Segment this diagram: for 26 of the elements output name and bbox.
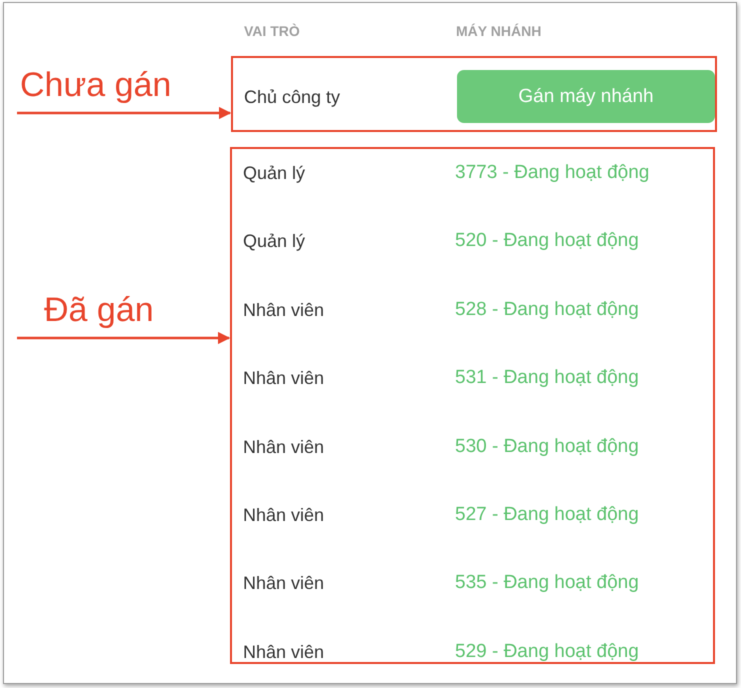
role-text: Nhân viên	[243, 573, 324, 594]
arrow	[17, 106, 232, 120]
extension-status: 530 - Đang hoạt động	[455, 436, 639, 458]
extension-status: 527 - Đang hoạt động	[455, 504, 639, 526]
extension-status: 520 - Đang hoạt động	[455, 230, 639, 252]
role-text: Nhân viên	[243, 642, 324, 663]
column-header: MÁY NHÁNH	[456, 23, 542, 39]
assign-button: Gán máy nhánh	[457, 70, 715, 123]
extension-status: 531 - Đang hoạt động	[455, 367, 639, 390]
role-text: Nhân viên	[243, 436, 324, 458]
highlight-box	[230, 147, 715, 664]
column-header: VAI TRÒ	[244, 23, 300, 39]
highlight-box	[231, 56, 717, 132]
extension-status: 3773 - Đang hoạt động	[455, 162, 650, 184]
extension-status: 535 - Đang hoạt động	[455, 572, 639, 594]
annotation-label: Chưa gán	[20, 66, 172, 105]
role-text: Nhân viên	[243, 300, 324, 321]
role-text: Quản lý	[243, 163, 306, 184]
extension-status: 529 - Đang hoạt động	[455, 640, 639, 663]
extension-status: 528 - Đang hoạt động	[455, 298, 639, 321]
role-text: Nhân viên	[243, 368, 324, 390]
role-text: Quản lý	[243, 231, 306, 252]
role-text: Nhân viên	[243, 505, 324, 526]
role-text: Chủ công ty	[244, 87, 340, 108]
annotation-label: Đã gán	[44, 291, 154, 330]
arrow	[17, 332, 230, 344]
